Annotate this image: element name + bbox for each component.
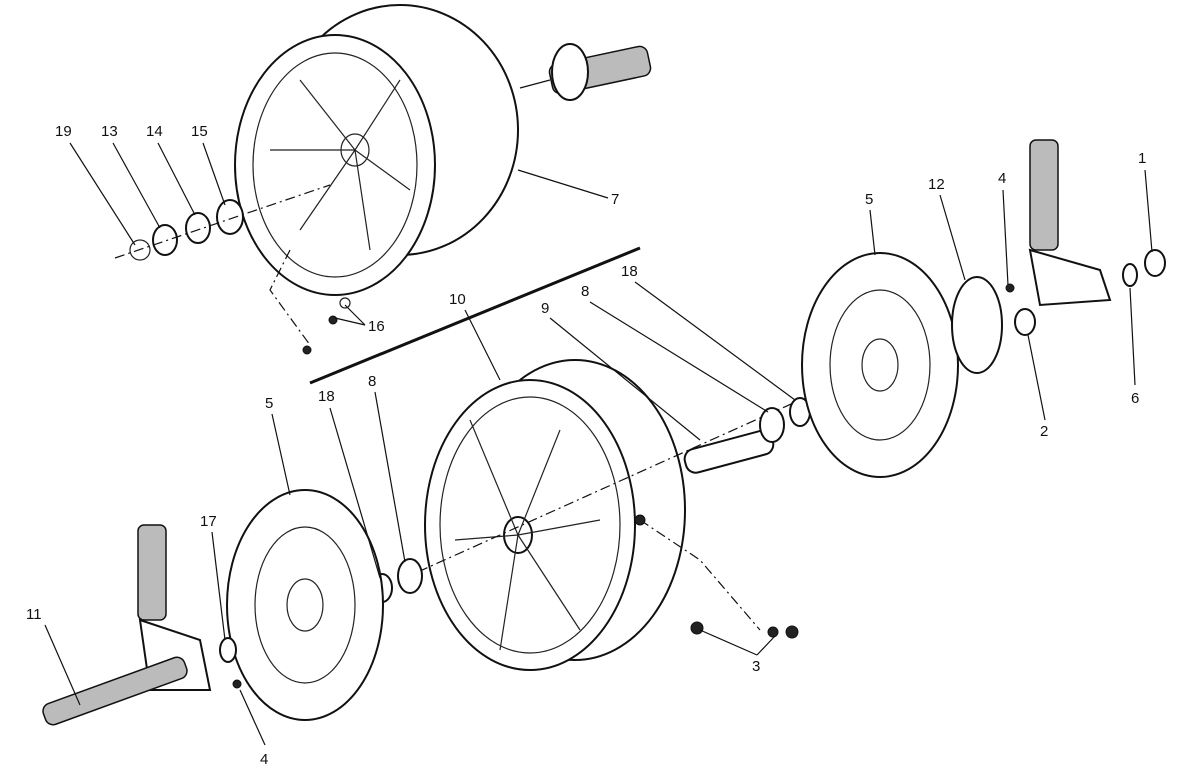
rear-hub-shaft <box>519 43 652 101</box>
callout-5: 5 <box>265 395 273 412</box>
callout-2: 2 <box>1040 423 1048 440</box>
right-brake-disc <box>801 139 1166 478</box>
rear-wheel <box>234 4 519 296</box>
callout-18: 18 <box>318 388 335 405</box>
callout-8: 8 <box>368 373 376 390</box>
callout-10: 10 <box>449 291 466 308</box>
callout-12: 12 <box>928 176 945 193</box>
front-wheel <box>399 359 801 671</box>
callout-16: 16 <box>368 318 385 335</box>
callout-4: 4 <box>260 751 268 768</box>
callout-15: 15 <box>191 123 208 140</box>
callout-17: 17 <box>200 513 217 530</box>
rear-left-bearings <box>114 184 351 355</box>
callout-18: 18 <box>621 263 638 280</box>
assembly-divider-line <box>309 246 641 385</box>
callout-8: 8 <box>581 283 589 300</box>
callout-19: 19 <box>55 123 72 140</box>
callout-5: 5 <box>865 191 873 208</box>
callout-7: 7 <box>611 191 619 208</box>
callout-6: 6 <box>1131 390 1139 407</box>
callout-labels: 19 13 14 15 7 16 10 9 8 18 5 12 4 1 2 6 … <box>26 123 1146 768</box>
callout-4: 4 <box>998 170 1006 187</box>
callout-13: 13 <box>101 123 118 140</box>
leader-lines <box>44 142 1153 746</box>
callout-1: 1 <box>1138 150 1146 167</box>
callout-3: 3 <box>752 658 760 675</box>
left-brake-disc <box>42 489 384 726</box>
callout-11: 11 <box>26 606 42 623</box>
callout-14: 14 <box>146 123 163 140</box>
callout-9: 9 <box>541 300 549 317</box>
